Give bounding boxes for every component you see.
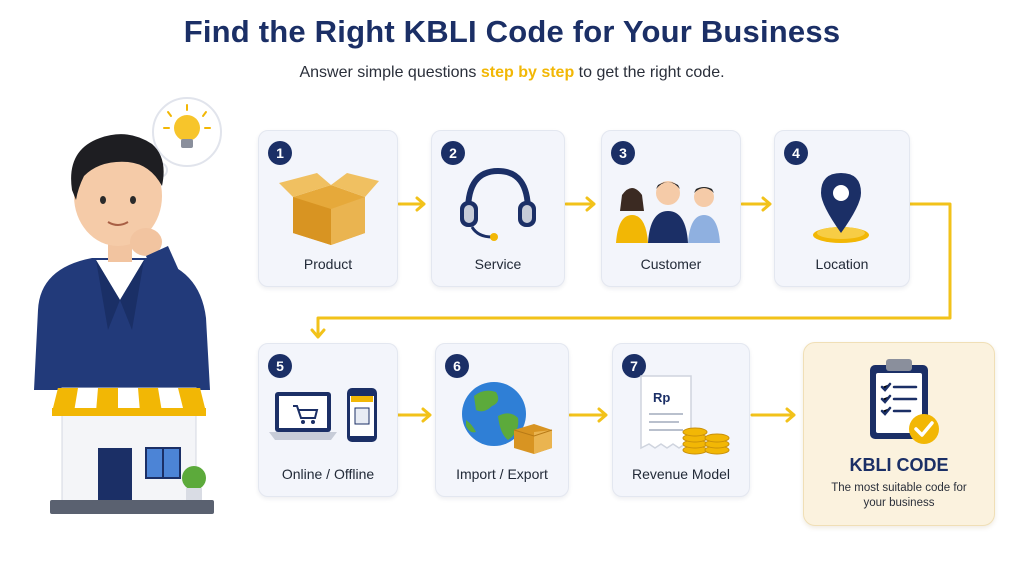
step-label: Revenue Model — [631, 466, 731, 482]
headset-icon — [460, 167, 536, 241]
cargo-box-icon — [513, 424, 553, 454]
map-pin-icon — [813, 173, 869, 243]
step-label: Online / Offline — [281, 466, 375, 482]
subtitle-highlight: step by step — [480, 64, 575, 81]
arrow-5-6 — [396, 407, 432, 423]
box-icon — [279, 173, 379, 245]
step-number: 3 — [611, 141, 635, 165]
page-title: Find the Right KBLI Code for Your Busine… — [183, 14, 841, 49]
step-number: 5 — [268, 354, 292, 378]
receipt-currency-text: Rp — [653, 390, 670, 405]
step-card-product: 1 Product — [258, 130, 398, 287]
step-label: Product — [303, 256, 353, 272]
laptop-phone-icon — [269, 388, 377, 442]
step-number: 6 — [445, 354, 469, 378]
businessman-illustration — [34, 97, 222, 514]
result-card-kbli-code: KBLI CODE The most suitable code for you… — [803, 342, 995, 526]
subtitle-text-after: to get the right code. — [574, 64, 725, 81]
receipt-coins-icon: Rp — [640, 375, 730, 455]
step-number: 7 — [622, 354, 646, 378]
arrow-1-2 — [397, 196, 426, 212]
step-card-service: 2 Service — [431, 130, 565, 287]
step-card-location: 4 Location — [774, 130, 910, 287]
step-card-online-offline: 5 Online / Offline — [258, 343, 398, 497]
globe-icon — [462, 382, 553, 454]
step-card-revenue-model: 7 Rp Revenue Model — [612, 343, 750, 497]
clipboard-check-icon — [870, 359, 939, 444]
arrow-2-3 — [564, 196, 596, 212]
result-description: The most suitable code for your business — [831, 482, 967, 509]
step-label: Import / Export — [456, 466, 548, 482]
arrow-6-7 — [568, 407, 608, 423]
step-label: Customer — [640, 256, 702, 272]
shop-icon — [50, 387, 214, 514]
step-label: Service — [474, 256, 522, 272]
arrow-4-5 — [310, 202, 952, 339]
subtitle-text-before: Answer simple questions — [299, 64, 481, 81]
result-title: KBLI CODE — [849, 455, 949, 475]
step-card-import-export: 6 Import / Export — [435, 343, 569, 497]
people-icon — [616, 181, 720, 243]
step-card-customer: 3 Customer — [601, 130, 741, 287]
step-number: 1 — [268, 141, 292, 165]
step-label: Location — [815, 256, 869, 272]
step-number: 2 — [441, 141, 465, 165]
step-number: 4 — [784, 141, 808, 165]
page-subtitle: Answer simple questions step by step to … — [0, 64, 1024, 82]
lightbulb-icon — [163, 104, 211, 148]
arrow-7-result — [750, 407, 796, 423]
arrow-3-4 — [740, 196, 772, 212]
